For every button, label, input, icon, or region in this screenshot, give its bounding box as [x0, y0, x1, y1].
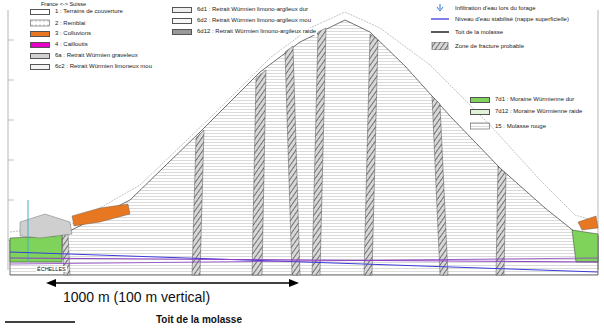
legend-swatch: [30, 42, 50, 48]
legend-sample: [470, 122, 490, 130]
legend-entry: 6d12 : Retrait Würmien limono-argileux r…: [172, 28, 317, 35]
molasse-roof-label: Toit de la molasse: [155, 314, 243, 325]
scale-label: 1000 m (100 m vertical): [62, 289, 211, 305]
legend-entry: 7d12 : Moraine Würmienne raide: [470, 108, 583, 115]
legend-sample-shape: [471, 123, 490, 129]
water-level-line: [10, 252, 598, 272]
legend-entry: 1 : Terrains de couverture: [30, 8, 124, 15]
legend-entry: 2 : Remblai: [30, 19, 86, 27]
legend-text: Toit de la molasse: [454, 29, 504, 36]
legend-text: 2 : Remblai: [54, 20, 86, 27]
molasse-roof-sample: [5, 321, 75, 323]
legend-swatch: [172, 29, 192, 35]
legend-swatch: [30, 53, 50, 59]
legend-entry: 6a : Retrait Würmien graveleux: [30, 52, 139, 59]
legend-entry: Zone de fracture probable: [430, 42, 525, 50]
tunnel-line: [10, 258, 598, 264]
legend-text: Infiltration d'eau lors du forage: [454, 5, 537, 12]
legend-swatch: [30, 9, 50, 15]
legend-swatch: [30, 64, 50, 70]
legend-text: 6d1 : Retrait Würmien limono-argileux du…: [196, 6, 309, 13]
legend-swatch: [172, 7, 192, 13]
legend-entry: 6d1 : Retrait Würmien limono-argileux du…: [172, 6, 309, 13]
legend-text: 1 : Terrains de couverture: [54, 8, 124, 15]
legend-text: 15 : Molasse rouge: [494, 123, 547, 130]
scale-bar: [52, 282, 293, 283]
axis: [8, 10, 9, 270]
moraine-right: [572, 230, 598, 262]
legend-text: 6d2 : Retrait Würmien limono-argileux mo…: [196, 17, 312, 24]
legend-entry: 6d2 : Retrait Würmien limono-argileux mo…: [172, 17, 312, 24]
legend-text: 3 : Colluvions: [54, 30, 92, 37]
legend-text: Zone de fracture probable: [454, 43, 525, 50]
colluvions-left: [72, 204, 130, 226]
legend-sample: [430, 28, 450, 36]
arrowhead: [289, 279, 299, 287]
legend-text: 6c2 : Retrait Würmien limoneux mou: [54, 63, 153, 70]
scale-title: ÉCHELLES: [36, 266, 67, 272]
legend-sample: [30, 19, 50, 27]
border-label: France <-> Suisse: [40, 1, 87, 7]
legend-sample-shape: [431, 18, 449, 19]
legend-entry: Infiltration d'eau lors du forage: [430, 4, 537, 12]
legend-sample: [430, 15, 450, 23]
axis: [598, 10, 599, 270]
colluvions-right: [578, 216, 598, 230]
arrowhead: [46, 279, 56, 287]
legend-sample-shape: [432, 42, 448, 50]
legend-text: 7d1 : Moraine Würmienne dur: [494, 96, 575, 103]
legend-entry: 15 : Molasse rouge: [470, 122, 547, 130]
legend-sample-shape: [431, 31, 449, 32]
legend-text: Niveau d'eau stabilisé (nappe superficie…: [454, 16, 570, 23]
legend-text: 4 : Cailloutis: [54, 41, 89, 48]
legend-text: 6a : Retrait Würmien graveleux: [54, 52, 139, 59]
legend-swatch: [470, 109, 490, 115]
legend-sample-shape: [437, 4, 443, 11]
legend-entry: 3 : Colluvions: [30, 30, 92, 37]
axis-ticks: [8, 40, 14, 240]
legend-text: 6d12 : Retrait Würmien limono-argileux r…: [196, 28, 317, 35]
legend-entry: 7d1 : Moraine Würmienne dur: [470, 96, 575, 103]
legend-swatch: [172, 18, 192, 24]
legend-swatch: [30, 31, 50, 37]
legend-sample: [430, 42, 450, 50]
legend-swatch: [470, 97, 490, 103]
legend-text: 7d12 : Moraine Würmienne raide: [494, 108, 583, 115]
legend-entry: 6c2 : Retrait Würmien limoneux mou: [30, 63, 153, 70]
legend-sample: [430, 4, 450, 12]
legend-entry: Niveau d'eau stabilisé (nappe superficie…: [430, 15, 570, 23]
legend-sample-shape: [31, 20, 50, 26]
legend-entry: 4 : Cailloutis: [30, 41, 89, 48]
legend-entry: Toit de la molasse: [430, 28, 504, 36]
molasse-body: [10, 20, 598, 275]
